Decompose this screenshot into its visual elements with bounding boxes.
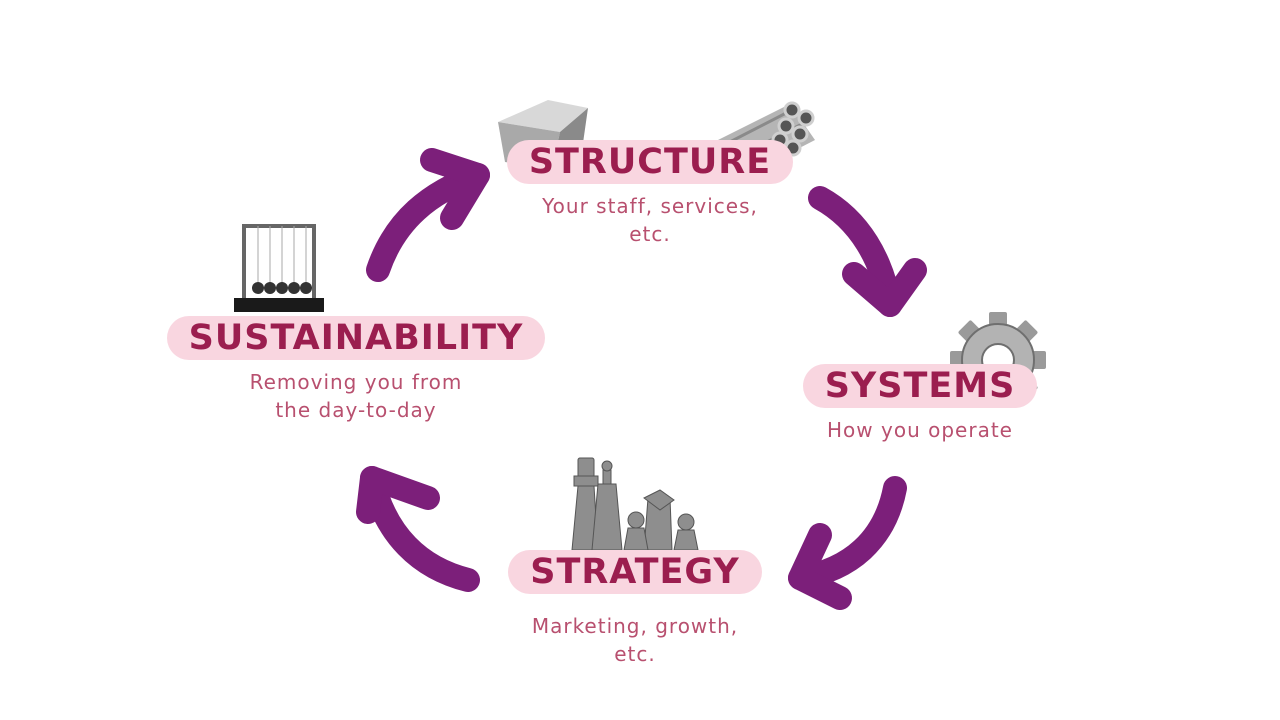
strategy-description: Marketing, growth, etc.	[485, 612, 785, 668]
chess-pieces-icon	[571, 457, 699, 551]
structure-title: STRUCTURE	[506, 140, 794, 184]
strategy-description-line: etc.	[614, 642, 656, 666]
systems-title: SYSTEMS	[802, 364, 1038, 408]
structure-description: Your staff, services, etc.	[500, 192, 800, 248]
newtons-cradle-icon	[234, 224, 324, 312]
sustainability-description-line: Removing you from	[249, 370, 463, 394]
arrow-sustainability-to-structure	[366, 148, 490, 282]
strategy-description-line: Marketing, growth,	[531, 614, 739, 638]
node-systems: SYSTEMS How you operate	[770, 364, 1070, 444]
systems-description-line: How you operate	[827, 418, 1013, 442]
systems-description: How you operate	[770, 416, 1070, 444]
arrow-structure-to-systems	[808, 186, 927, 317]
structure-description-line: Your staff, services,	[542, 194, 758, 218]
arrow-strategy-to-sustainability	[356, 466, 480, 592]
node-structure: STRUCTURE Your staff, services, etc.	[500, 140, 800, 248]
arrow-systems-to-strategy	[788, 476, 907, 610]
strategy-title: STRATEGY	[508, 550, 762, 594]
node-strategy: STRATEGY Marketing, growth, etc.	[485, 550, 785, 668]
node-sustainability: SUSTAINABILITY Removing you from the day…	[156, 316, 556, 424]
sustainability-description-line: the day-to-day	[275, 398, 437, 422]
sustainability-description: Removing you from the day-to-day	[156, 368, 556, 424]
structure-description-line: etc.	[629, 222, 671, 246]
sustainability-title: SUSTAINABILITY	[166, 316, 546, 360]
